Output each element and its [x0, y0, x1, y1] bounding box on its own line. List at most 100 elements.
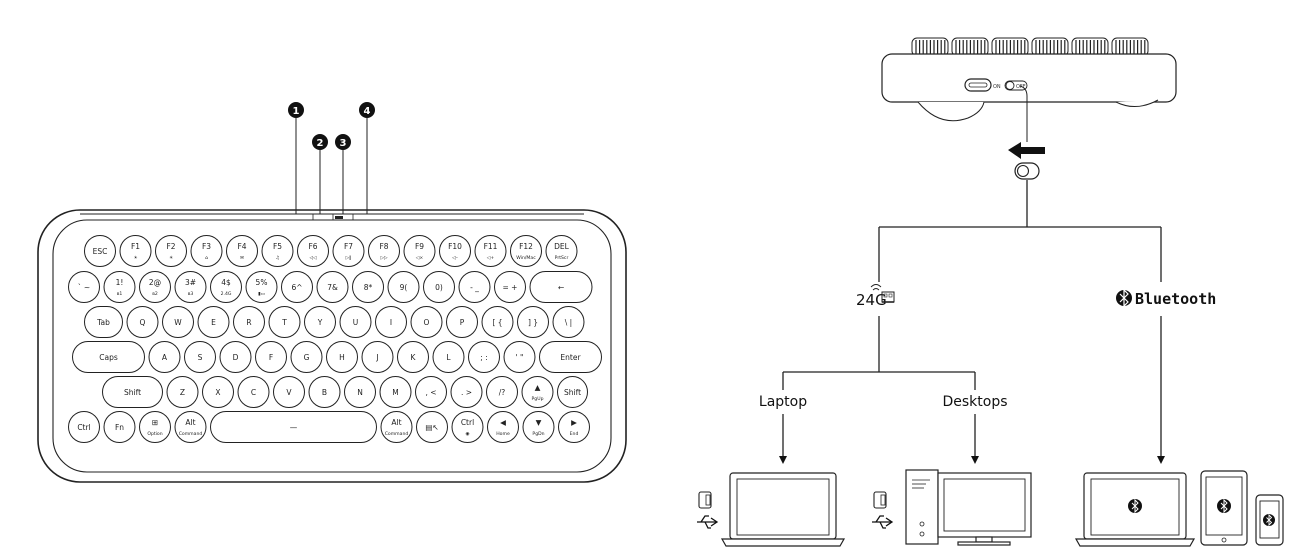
callout-4-badge [359, 102, 375, 118]
tower-drive-light [919, 531, 925, 537]
key-2-9: O [410, 306, 443, 338]
callout-2-number: 2 [317, 138, 324, 149]
key-sub-label: Option [147, 431, 162, 437]
key-4-4: V [273, 376, 305, 408]
key-label: S [198, 353, 203, 362]
key-label: ⊞ [152, 418, 158, 427]
keycap [155, 235, 187, 267]
key-sub-label: ◁– [452, 256, 459, 261]
keycap [352, 271, 384, 303]
callout-1-number: 1 [293, 106, 300, 117]
key-label: Ctrl [461, 418, 474, 427]
key-label: [ { [492, 318, 502, 327]
keyboard: ESCF1☀F2☀F3⌂F4✉F5♫F6◁◁F7▷‖F8▷▷F9◁×F10◁–F… [37, 209, 627, 483]
bluetooth-icon-rune [1220, 498, 1228, 514]
key-label: 3# [185, 278, 196, 287]
key-label: Alt [391, 418, 401, 427]
keycap [103, 411, 136, 443]
keycap [139, 271, 171, 303]
key-label: T [281, 318, 287, 327]
key-2-11: [ { [481, 306, 514, 338]
rf-signal-icon [870, 284, 882, 291]
tower-power-button [919, 521, 925, 527]
keycap [446, 306, 478, 338]
keycap [545, 235, 578, 267]
key-label: J [375, 353, 378, 362]
key-label: N [357, 388, 363, 397]
key-label: Y [317, 318, 323, 327]
keycap [423, 271, 455, 303]
keycap [486, 376, 518, 408]
key-2-13: \ | [552, 306, 585, 338]
key-5-4: — [210, 411, 377, 443]
keycap [84, 306, 123, 338]
key-3-3: D [219, 341, 252, 373]
usb-c-port [964, 78, 992, 92]
keycap [517, 306, 549, 338]
key-label: C [251, 388, 256, 397]
key-2-7: U [339, 306, 372, 338]
key-3-2: S [184, 341, 216, 373]
slide-arrow-icon [1008, 142, 1045, 159]
keycap [339, 306, 372, 338]
keycap [368, 235, 400, 267]
key-0-0: ESC [84, 235, 116, 267]
keycap [304, 306, 336, 338]
key-sub-label: ◉ [465, 432, 469, 437]
key-label: 8* [364, 283, 373, 292]
key-1-2: 2@ʙ2 [139, 271, 171, 303]
key-3-9: L [432, 341, 465, 373]
key-label: Alt [185, 418, 195, 427]
key-label: . > [461, 388, 472, 397]
phone-bt-icon [1263, 513, 1275, 527]
key-label: Ctrl [77, 423, 90, 432]
key-2-10: P [446, 306, 478, 338]
desktop-arrowhead [971, 456, 979, 464]
arrowheads [779, 456, 1165, 464]
key-sub-label: PgDn [532, 431, 544, 437]
keycap [245, 271, 278, 303]
keycap [297, 235, 329, 267]
tablet-home-button [1221, 537, 1227, 543]
key-4-1: Z [166, 376, 199, 408]
keycap [344, 376, 376, 408]
key-label: 4$ [221, 278, 231, 287]
rf-mode: 24G [856, 284, 895, 309]
keycap [84, 235, 116, 267]
keycap [119, 235, 152, 267]
keycap [451, 411, 484, 443]
key-3-8: K [397, 341, 429, 373]
key-5-10: ▶End [558, 411, 590, 443]
keycap [416, 411, 448, 443]
key-label: 6^ [291, 283, 302, 292]
switch-on-label: ON [993, 84, 1001, 90]
keyboard-inner-frame [52, 219, 612, 473]
key-sub-label: ⌂ [205, 256, 208, 261]
key-label: Q [140, 318, 146, 327]
key-0-11: F11◁+ [474, 235, 507, 267]
key-3-5: G [290, 341, 323, 373]
keycap [529, 271, 593, 303]
key-sub-label: Command [385, 431, 409, 437]
desktop-device [905, 469, 1032, 546]
key-label: 9( [400, 283, 408, 292]
key-label: F4 [237, 242, 246, 251]
key-4-10: /? [486, 376, 518, 408]
keycap [210, 411, 377, 443]
laptop-base [720, 538, 846, 547]
keycap [458, 271, 491, 303]
key-label: R [246, 318, 251, 327]
key-label: O [424, 318, 430, 327]
keycap [558, 411, 590, 443]
keycap [316, 271, 349, 303]
key-label: 1! [116, 278, 124, 287]
keycap [521, 376, 554, 408]
keycap [237, 376, 270, 408]
key-1-0: ` ~ [68, 271, 100, 303]
key-label: F7 [344, 242, 353, 251]
key-label: Shift [124, 388, 141, 397]
keycap-tops [911, 37, 1149, 57]
key-sub-label: Win/Mac [516, 255, 536, 261]
keycap [380, 411, 413, 443]
